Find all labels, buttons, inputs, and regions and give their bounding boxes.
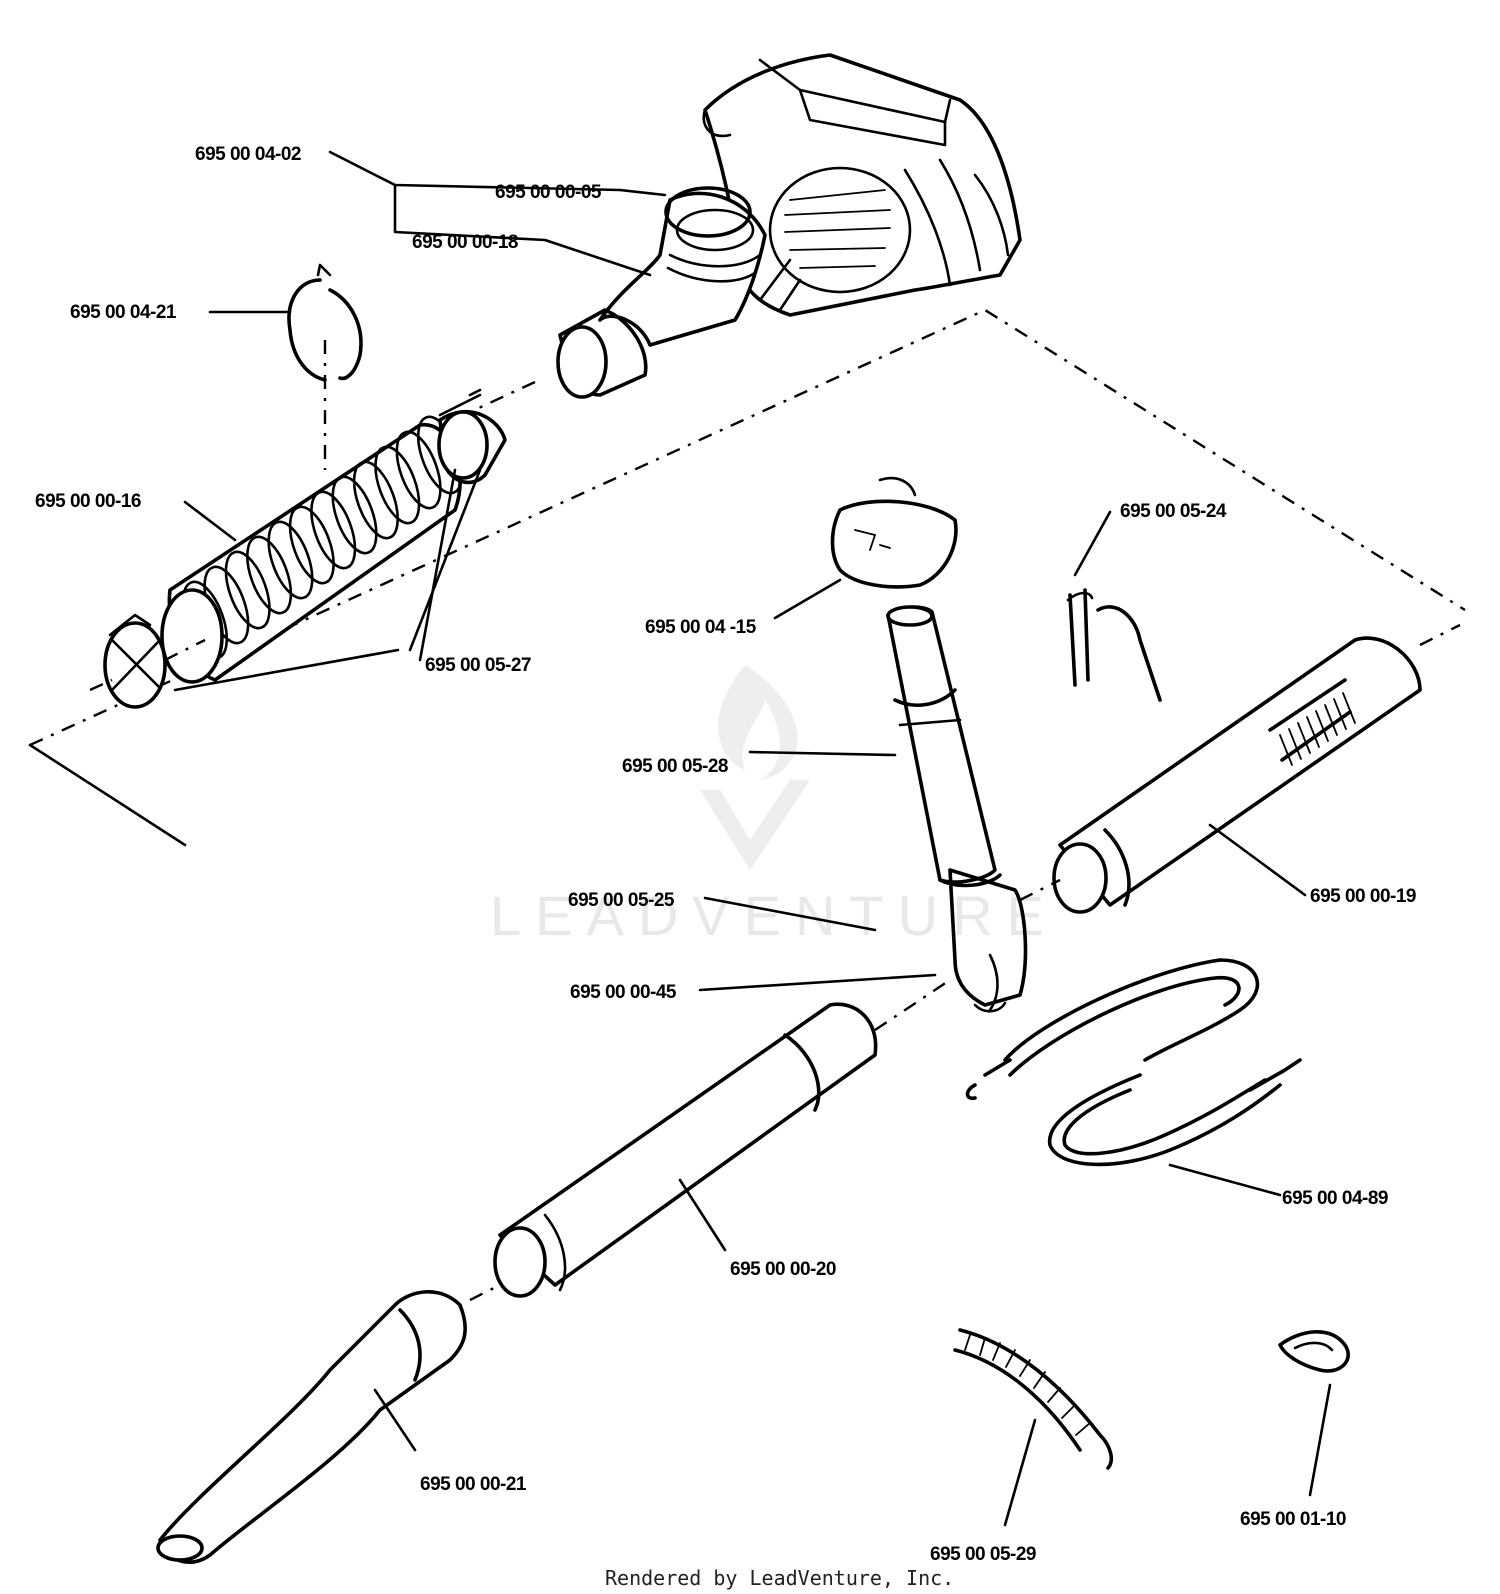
label-695-00-00-05: 695 00 00-05 [495,182,602,203]
label-695-00-00-18: 695 00 00-18 [412,232,518,253]
straight-pipe-20 [469,979,951,1302]
label-695-00-04-02: 695 00 04-02 [195,144,301,165]
label-695-00-01-10: 695 00 01-10 [1240,1509,1346,1530]
label-695-00-00-19: 695 00 00-19 [1310,886,1416,907]
bolt [1066,588,1162,702]
clip [1278,1330,1350,1373]
hose-clamp [287,263,363,470]
label-695-00-04-15: 695 00 04 -15 [645,617,757,638]
handle-tube [886,605,1028,1013]
label-695-00-04-21: 695 00 04-21 [70,302,177,323]
footer-credit: Rendered by LeadVenture, Inc. [605,1566,954,1590]
label-695-00-00-21: 695 00 00-21 [420,1474,527,1495]
label-695-00-00-16: 695 00 00-16 [35,491,141,512]
watermark-flame-icon [718,665,798,780]
label-695-00-05-25: 695 00 05-25 [568,890,675,911]
upper-plane-outline [28,308,1466,847]
label-695-00-00-20: 695 00 00-20 [730,1259,836,1280]
label-695-00-05-24: 695 00 05-24 [1120,501,1227,522]
label-695-00-00-45: 695 00 00-45 [570,982,677,1003]
elbow-pipe [556,186,767,399]
label-695-00-04-89: 695 00 04-89 [1282,1188,1388,1209]
bent-nozzle [156,1290,467,1565]
part-labels: 695 00 04-02 695 00 00-05 695 00 00-18 6… [35,144,1417,1565]
flex-hose [89,380,536,709]
throttle-handle [830,476,958,589]
leader-lines [173,150,1332,1527]
label-695-00-05-28: 695 00 05-28 [622,756,728,777]
straight-pipe-19 [1019,623,1461,914]
watermark-v-icon [700,780,810,870]
label-695-00-05-27: 695 00 05-27 [425,655,531,676]
foam-strip [953,1328,1113,1470]
label-695-00-05-29: 695 00 05-29 [930,1544,1036,1565]
throttle-cable [965,958,1302,1167]
